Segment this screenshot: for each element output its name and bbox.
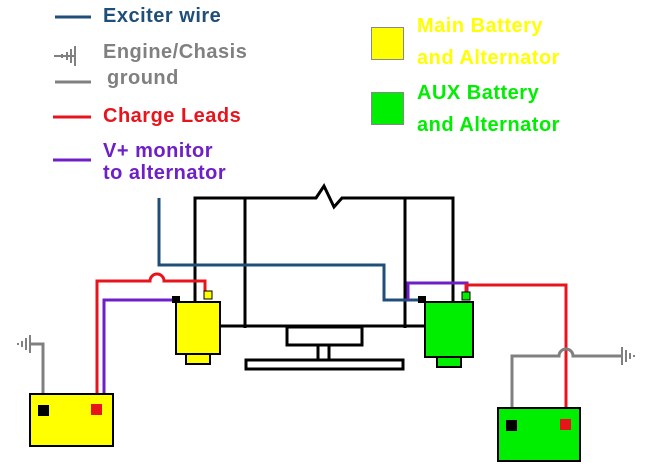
legend-exciter-label: Exciter wire [103, 5, 222, 27]
main-alternator [172, 290, 221, 365]
main-ground-wire [30, 342, 45, 410]
main-charge-lead [95, 272, 207, 410]
legend-main-label-line1: Main Battery [417, 15, 544, 37]
legend-monitor-label-line2: to alternator [103, 162, 227, 184]
main-monitor-wire [102, 298, 173, 398]
aux-swatch [371, 92, 404, 125]
aux-ground-symbol [621, 347, 635, 365]
aux-alternator [418, 291, 474, 368]
aux-charge-lead [464, 283, 568, 423]
aux-battery-positive-terminal [560, 419, 571, 430]
main-swatch [371, 27, 404, 60]
legend-aux-label-line2: and Alternator [417, 114, 560, 136]
exciter-wire [157, 198, 420, 302]
aux-alternator-terminal-black [418, 296, 426, 303]
main-battery-positive-terminal [91, 404, 102, 415]
main-battery [29, 393, 114, 447]
legend-monitor-label-line1: V+ monitor [103, 140, 214, 162]
aux-battery [497, 407, 581, 462]
aux-ground-wire [510, 347, 622, 424]
main-ground-symbol [17, 335, 31, 353]
main-alternator-terminal-yellow [203, 290, 213, 300]
legend-ground-label-line1: Engine/Chasis [103, 41, 248, 63]
main-alternator-terminal-black [172, 296, 180, 303]
legend-ground-icon [54, 46, 76, 66]
aux-battery-negative-terminal [506, 420, 517, 431]
legend-ground-label-line2: ground [107, 67, 179, 89]
aux-alternator-terminal-green [461, 291, 471, 301]
legend-main-label-line2: and Alternator [417, 47, 560, 69]
engine-outline [193, 182, 455, 371]
main-battery-negative-terminal [38, 405, 49, 416]
legend-aux-label-line1: AUX Battery [417, 82, 540, 104]
aux-monitor-wire [406, 281, 469, 300]
legend-charge-label: Charge Leads [103, 105, 242, 127]
